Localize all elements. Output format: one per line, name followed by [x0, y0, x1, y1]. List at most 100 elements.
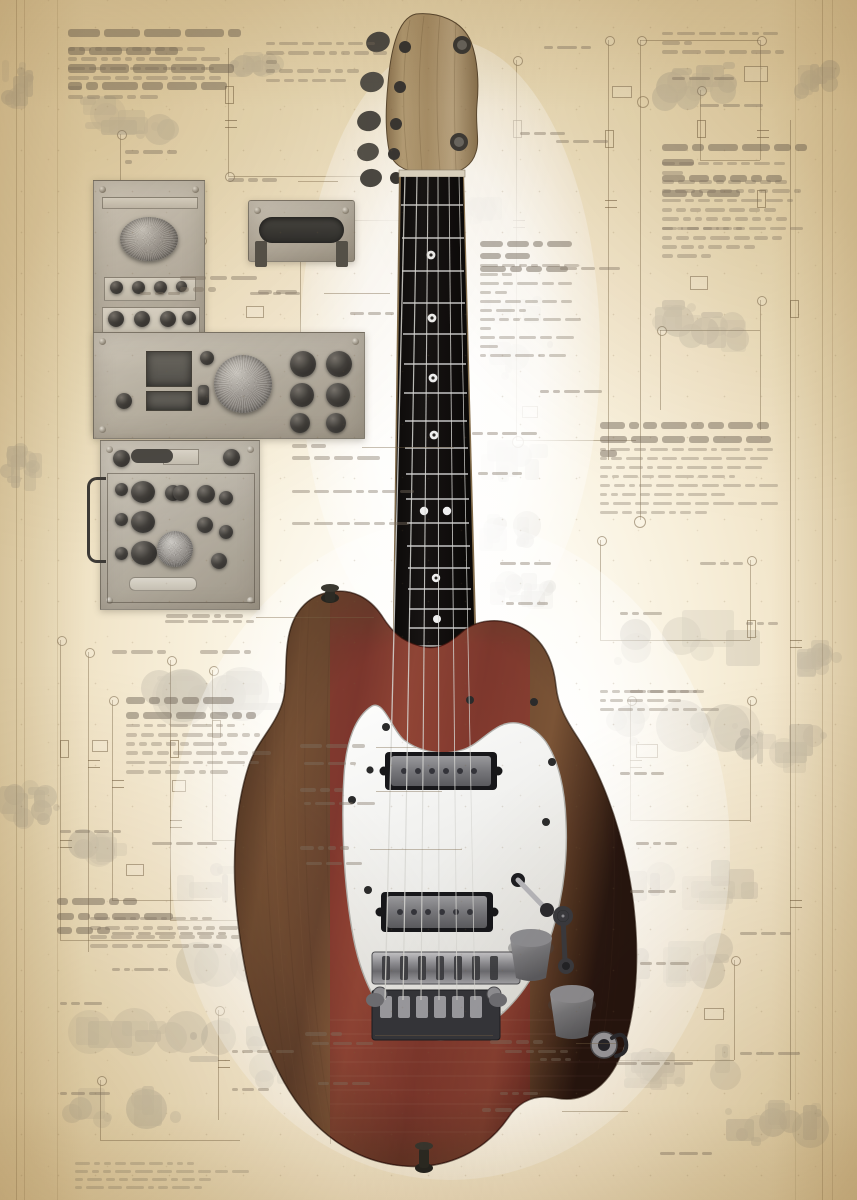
micro-label-1: [292, 488, 418, 497]
micro-label-3: [165, 618, 258, 627]
micro-label-4: [112, 648, 170, 658]
schematic-line: [760, 40, 761, 100]
ghost-part-i: [650, 300, 760, 352]
schematic-component: [126, 864, 144, 876]
text-block-mr-title: [600, 418, 795, 460]
micro-label-8: [306, 860, 366, 869]
micro-label-20: [620, 610, 666, 619]
resistor-symbol: [605, 130, 614, 148]
margin-rule-left-2: [24, 0, 25, 1200]
tuner-5: [360, 168, 402, 188]
text-block-bl-foot: [75, 1160, 275, 1192]
capacitor-symbol: [60, 840, 72, 848]
schematic-node: [731, 956, 741, 966]
schematic-line: [60, 640, 61, 940]
micro-label-13: [500, 560, 555, 569]
text-block-tl-cap1: [180, 272, 270, 295]
text-block-tr-head: [662, 30, 802, 58]
micro-label-17: [544, 44, 595, 53]
resistor-symbol: [225, 86, 234, 104]
capacitor-symbol: [790, 640, 802, 648]
micro-label-40: [540, 1056, 575, 1064]
text-block-tr-body2: [662, 225, 810, 262]
schematic-line: [640, 40, 760, 41]
text-block-bl-body: [90, 915, 255, 952]
text-block-ml-title: [126, 694, 331, 723]
micro-label-35: [152, 840, 221, 849]
callout-strapbutton: [482, 1106, 516, 1115]
schematic-line: [750, 560, 751, 640]
frets: [401, 204, 473, 680]
ghost-part-h: [650, 62, 742, 112]
micro-label-12: [478, 470, 526, 479]
oscilloscope-console: [93, 332, 365, 439]
micro-label-21: [630, 688, 708, 697]
ghost-assembly-topleft: [68, 95, 188, 147]
micro-label-29: [700, 560, 747, 569]
callout-tuners: [258, 288, 301, 297]
schematic-line: [660, 330, 661, 410]
margin-rule-right-1: [822, 0, 823, 1200]
micro-label-16: [556, 138, 612, 147]
micro-label-36: [232, 1048, 298, 1056]
strap-button-bottom: [415, 1142, 433, 1173]
margin-rule-right-2: [832, 0, 833, 1200]
schematic-node: [109, 696, 119, 706]
callout-jack: [490, 1038, 547, 1047]
neck-humbucker: [379, 752, 503, 790]
callout-body: [300, 742, 369, 751]
micro-label-22: [620, 770, 668, 779]
micro-label-43: [672, 75, 738, 84]
micro-label-34: [112, 966, 172, 975]
schematic-component: [92, 740, 108, 752]
schematic-component: [744, 66, 768, 82]
resistor-symbol: [790, 300, 799, 318]
callout-bridge: [300, 844, 353, 853]
volume-knob: [508, 929, 554, 981]
micro-label-26: [616, 1060, 697, 1069]
ghost-part-y: [0, 440, 44, 500]
resistor-symbol: [697, 120, 706, 138]
micro-label-9: [312, 1040, 377, 1048]
text-block-tm-note: [266, 40, 396, 86]
capacitor-symbol: [225, 120, 237, 128]
micro-label-45: [140, 290, 184, 299]
pickup-selector-switch: [511, 873, 554, 917]
ghost-part-w: [62, 1086, 182, 1130]
output-jack: [590, 1031, 629, 1059]
callout-strapbutton-leader: [562, 1111, 628, 1112]
strap-button-horn: [321, 584, 339, 603]
strings: [384, 175, 476, 1001]
schematic-component: [690, 276, 708, 290]
micro-label-28: [740, 930, 795, 939]
transmitter-main-dial: [120, 217, 178, 261]
callout-bridge-leader: [370, 849, 462, 850]
tuning-machines: [357, 31, 471, 188]
ghost-part-x: [0, 780, 60, 830]
micro-label-30: [60, 828, 125, 837]
schematic-line: [112, 900, 212, 901]
ghost-part-aa: [792, 60, 842, 108]
callout-neck: [166, 612, 247, 621]
schematic-node: [605, 36, 615, 46]
headstock: [385, 13, 479, 173]
micro-label-14: [506, 600, 552, 609]
ghost-part-ab: [796, 640, 842, 680]
micro-label-41: [660, 1150, 716, 1158]
micro-label-2: [292, 520, 413, 529]
tuner-3: [357, 110, 402, 132]
micro-label-46: [250, 290, 304, 299]
tremolo-bridge: [366, 951, 521, 1041]
bridge-humbucker: [375, 892, 499, 932]
schematic-line: [790, 120, 791, 1100]
micro-label-39: [500, 1090, 542, 1098]
micro-label-44: [700, 102, 767, 111]
micro-label-15: [540, 388, 606, 397]
ghost-part-a: [228, 52, 288, 78]
schematic-node: [757, 296, 767, 306]
callout-nut-leader: [362, 447, 454, 448]
micro-label-47: [350, 310, 398, 319]
schematic-line: [700, 160, 760, 161]
callout-neck-leader: [256, 617, 374, 618]
